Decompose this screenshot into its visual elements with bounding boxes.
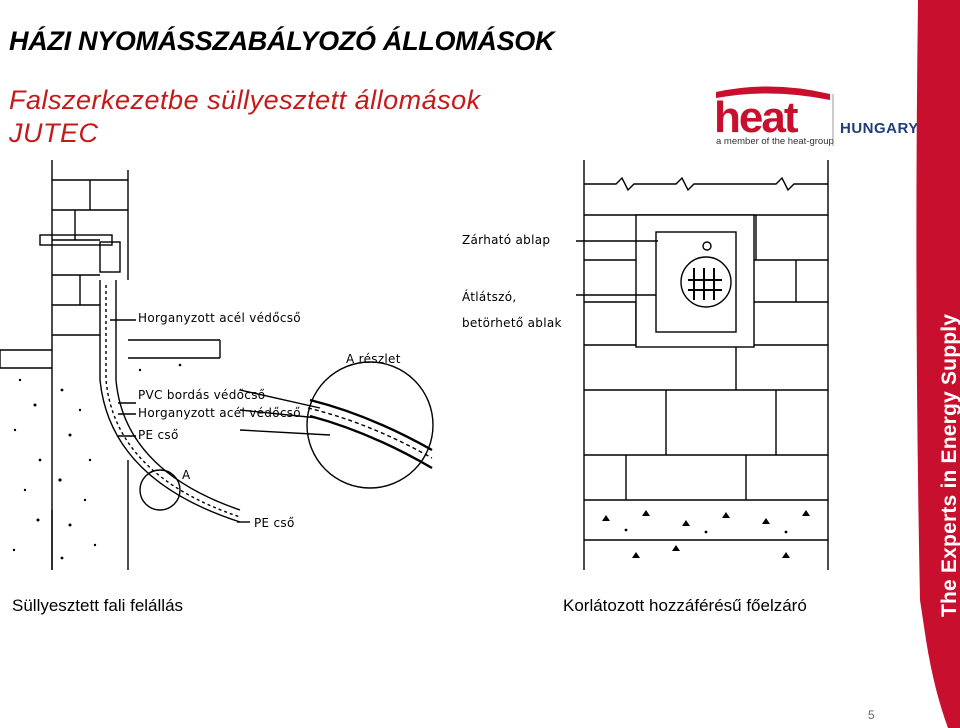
left-caption: Süllyesztett fali felállás: [12, 596, 184, 615]
logo-wordmark: heat: [714, 93, 799, 142]
label-pvc-ribbed: PVC bordás védőcső: [138, 388, 266, 402]
slide-title: HÁZI NYOMÁSSZABÁLYOZÓ ÁLLOMÁSOK: [9, 26, 555, 56]
label-galvanized-steel-top: Horganyzott acél védőcső: [138, 311, 301, 325]
left-drawing: [0, 160, 440, 570]
logo-country: HUNGARY: [840, 120, 919, 137]
logo-tagline: a member of the heat-group: [716, 136, 834, 147]
heat-logo: heat a member of the heat-group HUNGARY: [712, 84, 932, 154]
label-galvanized-steel: Horganyzott acél védőcső: [138, 406, 301, 420]
subtitle-line-2: JUTEC: [9, 118, 99, 148]
label-pe-pipe: PE cső: [138, 428, 179, 442]
wall-section-drawing: [0, 160, 434, 570]
label-marker-a: A: [182, 468, 191, 482]
label-detail-a: A részlet: [346, 352, 401, 366]
right-drawing: [566, 160, 836, 570]
heat-logo-graphic: heat: [714, 86, 834, 146]
slide-subtitle: Falszerkezetbe süllyesztett állomások JU…: [9, 84, 481, 150]
label-transparent-line-2: betörhető ablak: [462, 316, 562, 330]
page-number: 5: [868, 708, 875, 722]
right-caption: Korlátozott hozzáférésű főelzáró: [563, 596, 807, 615]
label-pe-pipe-bottom: PE cső: [254, 516, 295, 530]
label-transparent-line-1: Átlátszó,: [462, 290, 517, 304]
subtitle-line-1: Falszerkezetbe süllyesztett állomások: [9, 85, 481, 115]
sidebar-shape: [916, 0, 960, 728]
brand-sidebar: [908, 0, 960, 728]
wall-front-drawing: [566, 160, 829, 570]
label-lockable-cover: Zárható ablap: [462, 233, 551, 247]
sidebar-tagline: The Experts in Energy Supply: [938, 313, 960, 617]
